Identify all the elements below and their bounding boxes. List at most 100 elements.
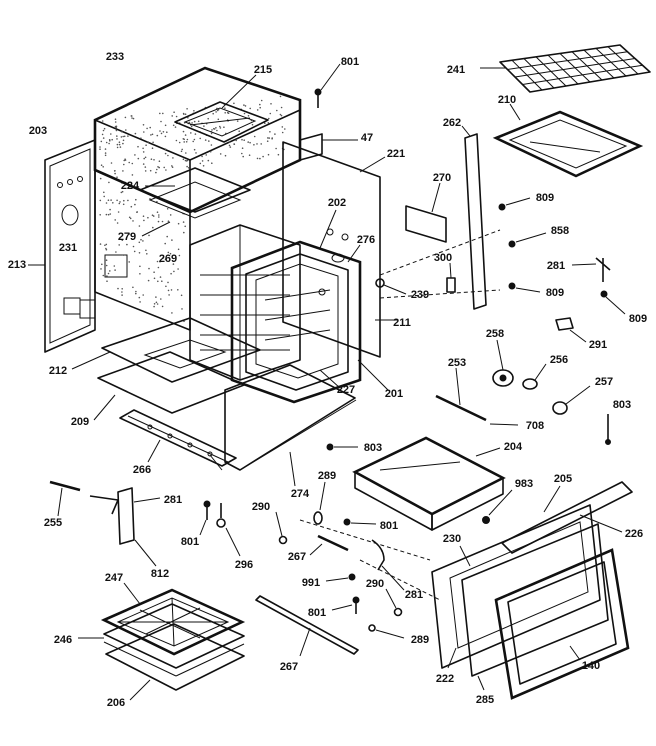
screw-801-lower xyxy=(331,596,360,614)
part-289-lower xyxy=(368,624,405,639)
shield-270 xyxy=(405,182,447,243)
label-47 xyxy=(299,133,358,161)
rod-267-upper xyxy=(309,534,349,556)
screw-801-mid xyxy=(343,518,377,526)
frame-274 xyxy=(224,364,357,487)
part-281-upper xyxy=(571,257,611,282)
callout-204: 204 xyxy=(504,441,523,453)
callout-270: 270 xyxy=(433,172,451,184)
callout-289a: 289 xyxy=(318,470,336,482)
callout-212: 212 xyxy=(49,365,67,377)
callout-279: 279 xyxy=(118,231,136,243)
callout-276: 276 xyxy=(357,234,375,246)
callout-239: 239 xyxy=(411,289,429,301)
callout-246: 246 xyxy=(54,634,72,646)
valve-258 xyxy=(492,339,514,387)
screw-858 xyxy=(508,232,547,248)
screw-290-right xyxy=(385,588,403,617)
callout-708: 708 xyxy=(526,420,544,432)
door-inner-230 xyxy=(431,504,601,669)
knob-256 xyxy=(522,363,547,390)
tray-210 xyxy=(492,103,644,178)
callout-241: 241 xyxy=(447,64,465,76)
callout-296: 296 xyxy=(235,559,253,571)
front-frame-201 xyxy=(230,240,362,404)
callout-211: 211 xyxy=(393,317,411,329)
callout-203: 203 xyxy=(29,125,47,137)
side-panel-203 xyxy=(44,139,96,353)
callout-803b: 803 xyxy=(364,442,382,454)
callout-801a: 801 xyxy=(341,56,359,68)
callout-247: 247 xyxy=(105,572,123,584)
vent-215 xyxy=(174,74,269,143)
door-outer-222 xyxy=(447,647,457,669)
callout-801c: 801 xyxy=(181,536,199,548)
callout-858: 858 xyxy=(551,225,569,237)
callout-labels: 2332158012412102034726222122427080920227… xyxy=(8,51,647,709)
broiler-pan-246 xyxy=(78,603,245,677)
cabinet-speckle xyxy=(99,95,286,323)
callout-140: 140 xyxy=(582,660,600,672)
callout-803a: 803 xyxy=(613,399,631,411)
callout-289b: 289 xyxy=(411,634,429,646)
callout-262: 262 xyxy=(443,117,461,129)
part-300 xyxy=(446,262,456,293)
oven-liner xyxy=(189,224,301,381)
trim-262 xyxy=(461,125,487,310)
callout-224: 224 xyxy=(121,180,140,192)
screw-809-mid xyxy=(508,282,541,293)
broiler-grid-247 xyxy=(100,582,246,656)
callout-257a: 257 xyxy=(595,376,613,388)
rod-267-lower xyxy=(255,595,359,657)
part-257-upper xyxy=(552,385,591,415)
drawer-204 xyxy=(352,436,506,531)
screw-809-right xyxy=(600,290,626,315)
burner-266 xyxy=(119,409,237,467)
callout-253: 253 xyxy=(448,357,466,369)
callout-209: 209 xyxy=(71,416,89,428)
callout-300: 300 xyxy=(434,252,452,264)
callout-227: 227 xyxy=(337,384,355,396)
callout-801d: 801 xyxy=(308,607,326,619)
pan-206 xyxy=(105,623,245,701)
leader-812 xyxy=(134,539,157,567)
door-panel-140 xyxy=(494,548,630,700)
part-296 xyxy=(216,503,241,557)
rod-253 xyxy=(435,367,487,422)
callout-281a: 281 xyxy=(547,260,565,272)
callout-202: 202 xyxy=(328,197,346,209)
callout-291: 291 xyxy=(589,339,607,351)
callout-222: 222 xyxy=(436,673,454,685)
assembly-line-d xyxy=(359,559,441,601)
screw-290-left xyxy=(275,511,288,545)
screw-801-top xyxy=(314,63,341,108)
callout-221: 221 xyxy=(387,148,405,160)
assembly-line-a xyxy=(379,229,501,276)
part-983 xyxy=(482,489,513,524)
screw-991 xyxy=(325,573,356,582)
screw-239 xyxy=(375,278,407,295)
callout-201: 201 xyxy=(385,388,403,400)
screw-803-mid xyxy=(326,443,358,451)
callout-230: 230 xyxy=(443,533,461,545)
callout-255: 255 xyxy=(44,517,62,529)
bracket-281-left xyxy=(89,487,161,545)
callout-206: 206 xyxy=(107,697,125,709)
callout-267b: 267 xyxy=(280,661,298,673)
callout-210: 210 xyxy=(498,94,516,106)
plate-209 xyxy=(93,351,245,421)
callout-285: 285 xyxy=(476,694,494,706)
assembly-line-b xyxy=(379,289,501,299)
callout-267a: 267 xyxy=(288,551,306,563)
callout-266: 266 xyxy=(133,464,151,476)
leader-708 xyxy=(489,423,519,426)
callout-274: 274 xyxy=(291,488,310,500)
callout-809c: 809 xyxy=(629,313,647,325)
callout-269: 269 xyxy=(159,253,177,265)
bottom-panel-212 xyxy=(71,317,261,383)
screw-801-left xyxy=(199,500,211,536)
plate-291 xyxy=(555,317,587,343)
callout-233: 233 xyxy=(106,51,124,63)
callout-258: 258 xyxy=(486,328,504,340)
